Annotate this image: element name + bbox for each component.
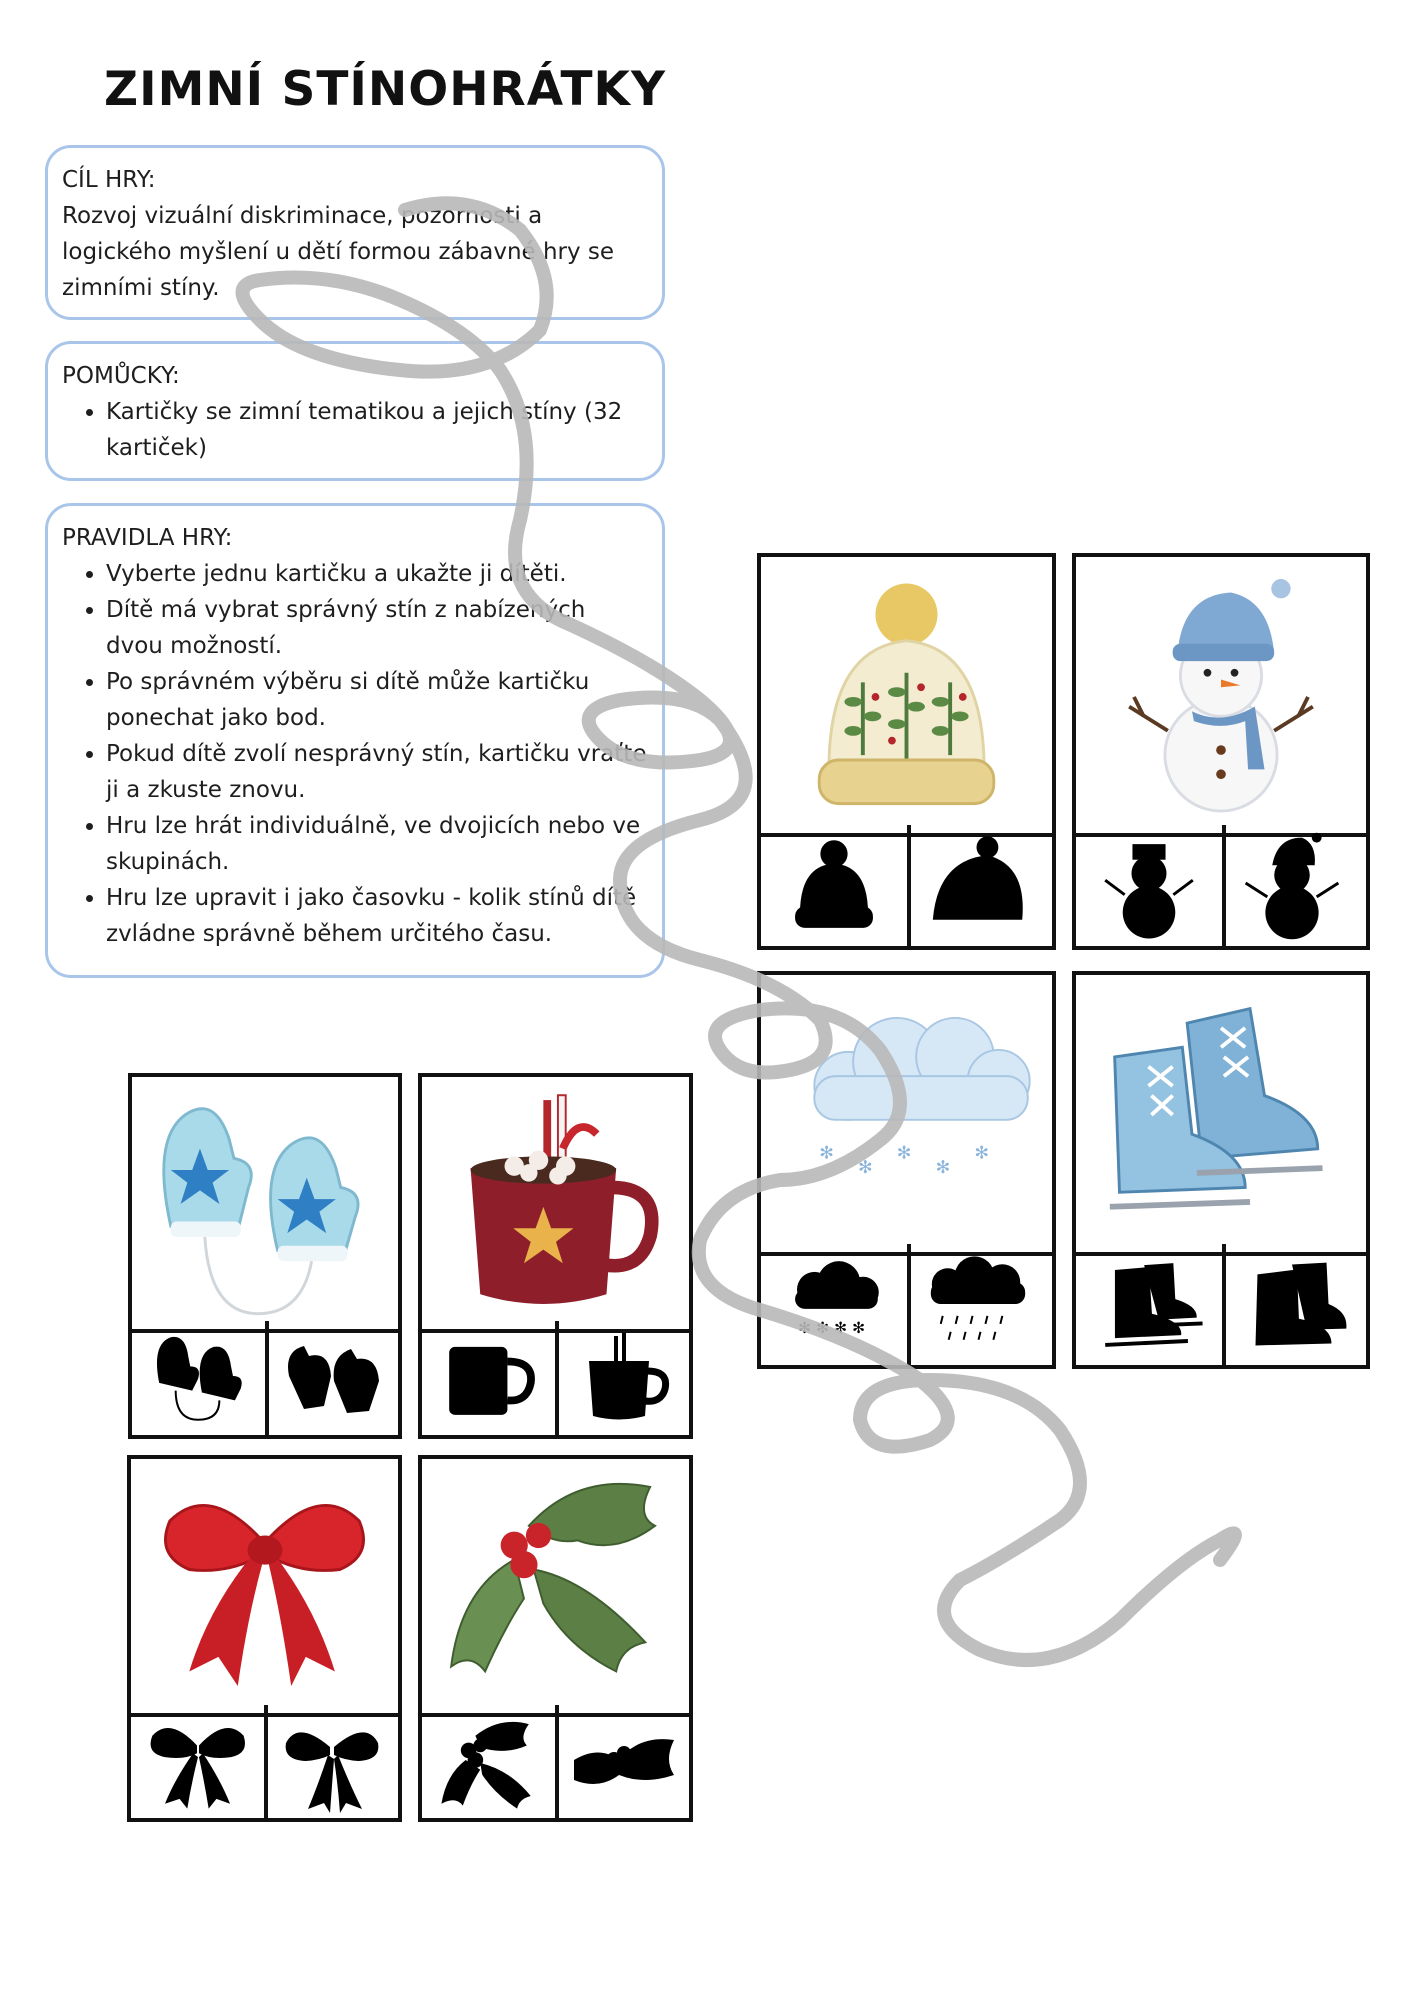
card-snowman[interactable] [1072,553,1370,950]
snowman-shadow-option-2[interactable] [1218,825,1366,946]
mug-shadow-option-1[interactable] [422,1321,559,1435]
skates-shadow-option-2[interactable] [1218,1244,1366,1365]
svg-text:✻ ✻ ✻ ✻: ✻ ✻ ✻ ✻ [798,1319,865,1337]
tools-item: Kartičky se zimní tematikou a jejich stí… [106,394,648,466]
cloud-shadow-option-1[interactable]: ✻ ✻ ✻ ✻ [761,1244,911,1365]
rules-item: Vyberte jednu kartičku a ukažte ji dítět… [106,556,648,592]
snowman-shadow-option-1[interactable] [1076,825,1226,946]
cloud-shadow-option-2[interactable] [903,1244,1052,1365]
mittens-icon [132,1077,398,1333]
card-ice-skates[interactable] [1072,971,1370,1369]
card-holly[interactable] [418,1455,693,1822]
hat-shadow-option-1[interactable] [761,825,911,946]
bow-shadow-option-2[interactable] [268,1705,398,1818]
tools-list: Kartičky se zimní tematikou a jejich stí… [62,394,648,466]
goal-box: CÍL HRY: Rozvoj vizuální diskriminace, p… [45,145,665,320]
holly-shadow-option-1[interactable] [422,1705,559,1818]
card-red-bow[interactable] [127,1455,402,1822]
rules-item: Hru lze hrát individuálně, ve dvojicích … [106,808,648,880]
bow-icon [131,1459,398,1717]
holly-icon [422,1459,689,1717]
snowman-icon [1076,557,1366,837]
page-title: ZIMNÍ STÍNOHRÁTKY [104,62,666,117]
rules-box: PRAVIDLA HRY: Vyberte jednu kartičku a u… [45,503,665,978]
mug-icon [422,1077,689,1333]
svg-text:✻: ✻ [974,1144,989,1164]
svg-text:✻: ✻ [819,1144,834,1164]
tools-box: POMŮCKY: Kartičky se zimní tematikou a j… [45,341,665,481]
mug-shadow-option-2[interactable] [559,1321,689,1435]
bow-shadow-option-1[interactable] [131,1705,268,1818]
goal-heading: CÍL HRY: [62,167,156,193]
tools-heading: POMŮCKY: [62,363,180,389]
skates-icon [1076,975,1366,1256]
card-snow-cloud[interactable]: ✻ ✻ ✻ ✻ ✻ ✻ ✻ ✻ ✻ [757,971,1056,1369]
rules-item: Po správném výběru si dítě může kartičku… [106,664,648,736]
rules-item: Pokud dítě zvolí nesprávný stín, kartičk… [106,736,648,808]
rules-item: Hru lze upravit i jako časovku - kolik s… [106,880,648,952]
skates-shadow-option-1[interactable] [1076,1244,1226,1365]
svg-text:✻: ✻ [936,1158,951,1178]
svg-text:✻: ✻ [897,1144,912,1164]
holly-shadow-option-2[interactable] [559,1705,689,1818]
card-winter-hat[interactable] [757,553,1056,950]
hat-icon [761,557,1052,837]
mittens-shadow-option-1[interactable] [132,1321,269,1435]
cloud-icon: ✻ ✻ ✻ ✻ ✻ [761,975,1052,1256]
svg-text:✻: ✻ [858,1158,873,1178]
goal-text: Rozvoj vizuální diskriminace, pozornosti… [62,203,615,301]
rules-item: Dítě má vybrat správný stín z nabízených… [106,592,648,664]
mittens-shadow-option-2[interactable] [269,1321,398,1435]
rules-heading: PRAVIDLA HRY: [62,525,233,551]
card-hot-cocoa[interactable] [418,1073,693,1439]
rules-list: Vyberte jednu kartičku a ukažte ji dítět… [62,556,648,952]
hat-shadow-option-2[interactable] [903,825,1052,946]
card-mittens[interactable] [128,1073,402,1439]
